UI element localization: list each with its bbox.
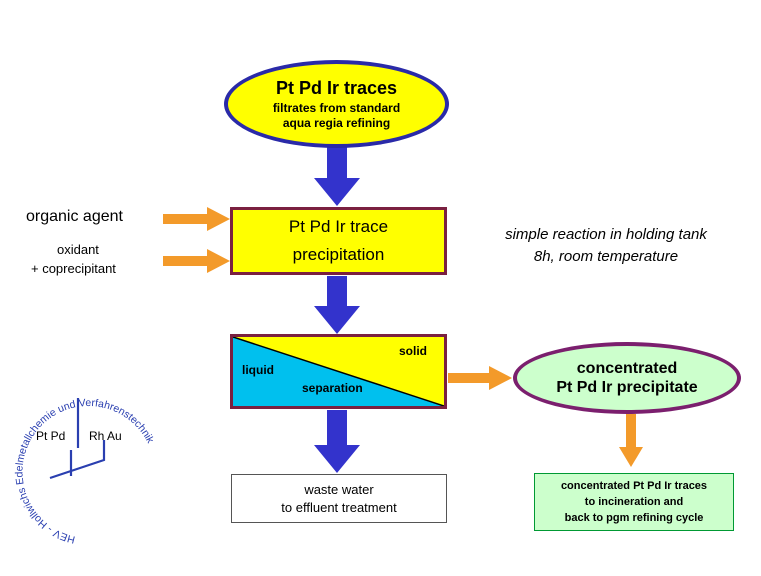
precipitation-line2: precipitation [292,245,385,264]
input-oxidant-label: oxidant [57,242,99,257]
flow-arrow-separation-to-waste [314,410,360,473]
flow-arrow-precipitation-to-separation [314,276,360,334]
node-precipitation-box: Pt Pd Ir trace precipitation [230,207,447,275]
precipitation-line1: Pt Pd Ir trace [288,217,389,236]
waste-line2: to effluent treatment [281,499,397,515]
output-arrow-to-concentrate [448,366,512,390]
separation-solid-label: solid [399,344,428,358]
concentrate-line1: concentrated [576,360,678,377]
node-recycle-box: concentrated Pt Pd Ir traces to incinera… [534,473,734,531]
node-separation-box: solid liquid separation [230,334,447,409]
note-reaction-line2: 8h, room temperature [533,248,679,265]
start-line1: filtrates from standard [272,100,401,115]
output-arrow-to-recycle [619,414,643,467]
logo-ring-text: HEV - Hollwichs Edelmetallchemie und Ver… [13,397,156,546]
start-line2: aqua regia refining [282,115,391,130]
separation-split-fill [233,337,444,406]
input-coprecipitant-label: + coprecipitant [31,261,116,276]
waste-line1: waste water [304,481,374,497]
note-reaction-line1: simple reaction in holding tank [505,226,707,243]
concentrate-line2: Pt Pd Ir precipitate [556,379,698,396]
logo-left-metals: Pt Pd [36,429,65,443]
logo-right-metals: Rh Au [89,429,122,443]
node-start-ellipse: Pt Pd Ir traces filtrates from standard … [224,60,449,148]
input-organic-agent-label: organic agent [26,208,123,225]
node-concentrate-ellipse: concentrated Pt Pd Ir precipitate [513,342,741,414]
node-waste-water-box: waste water to effluent treatment [231,474,447,523]
separation-liquid-label: liquid [242,363,274,377]
hev-logo: HEV - Hollwichs Edelmetallchemie und Ver… [13,397,156,546]
input-arrow-oxidant [163,249,230,273]
recycle-line1: concentrated Pt Pd Ir traces [560,480,708,492]
input-arrow-organic-agent [163,207,230,231]
recycle-line2: to incineration and [584,496,684,508]
separation-label: separation [302,381,363,395]
flow-arrow-start-to-precipitation [314,144,360,206]
recycle-line3: back to pgm refining cycle [564,512,704,524]
start-title: Pt Pd Ir traces [275,77,398,98]
logo-mark [49,398,106,480]
